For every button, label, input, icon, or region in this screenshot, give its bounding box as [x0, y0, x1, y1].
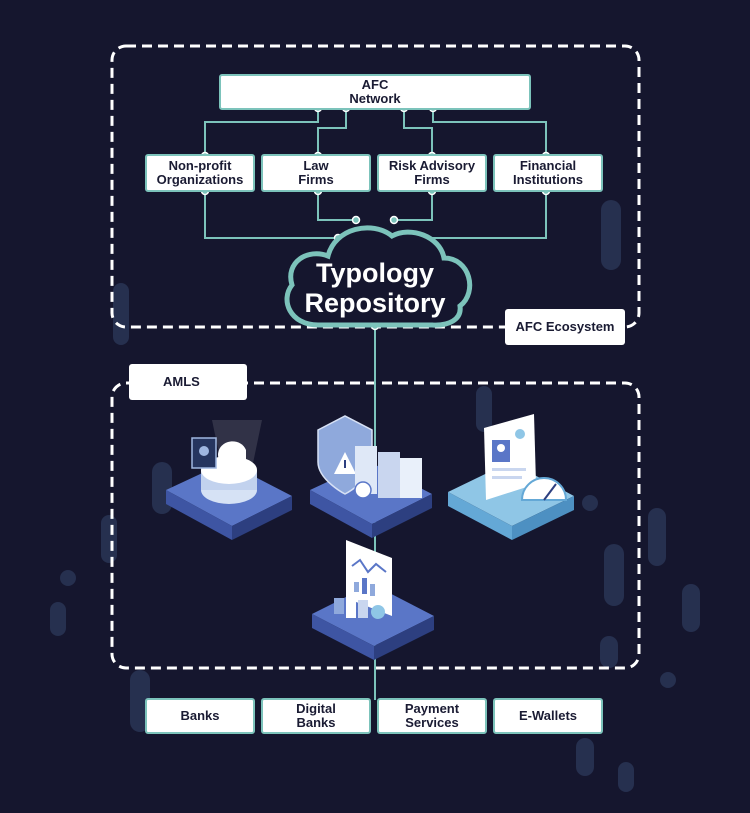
institution-payment-services: Payment Services: [377, 698, 487, 734]
cloud-icon: [284, 225, 473, 328]
institution-digital-banks: Digital Banks: [261, 698, 371, 734]
afc-network-box: AFC Network: [219, 74, 531, 110]
analytics-dashboard-icon: [312, 540, 434, 660]
profile-report-icon: [448, 414, 574, 540]
participant-financial-institutions: Financial Institutions: [493, 154, 603, 192]
afc-ecosystem-label: AFC Ecosystem: [505, 309, 625, 345]
participant-risk-advisory: Risk Advisory Firms: [377, 154, 487, 192]
risk-shield-icon: [310, 415, 432, 538]
amls-label: AMLS: [129, 364, 247, 400]
institution-e-wallets: E-Wallets: [493, 698, 603, 734]
participant-law-firms: Law Firms: [261, 154, 371, 192]
institution-banks: Banks: [145, 698, 255, 734]
background-decoration: [50, 200, 700, 792]
participant-nonprofit: Non-profit Organizations: [145, 154, 255, 192]
typology-repository-label: Typology Repository: [304, 258, 446, 318]
biometric-scanner-icon: [166, 420, 292, 540]
